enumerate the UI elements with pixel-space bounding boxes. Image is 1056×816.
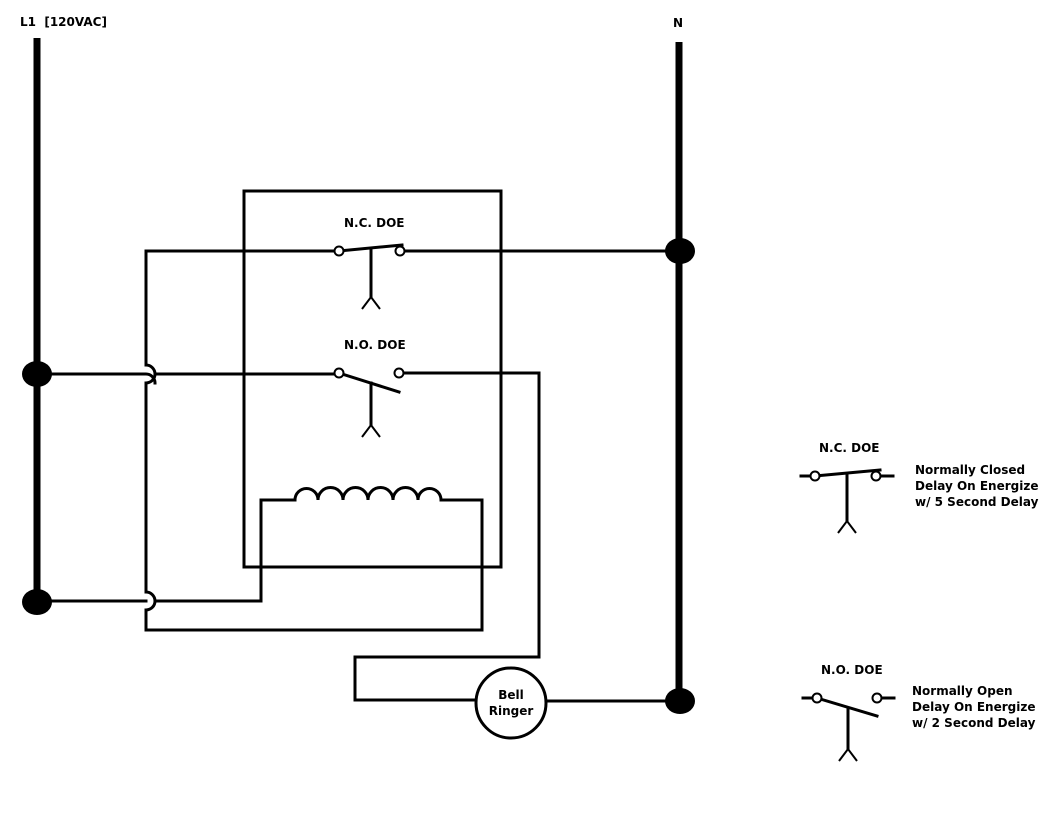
l1-rail-label: L1 [120VAC] (20, 15, 107, 29)
junction-node-n-lower (665, 688, 695, 714)
legend-no-title: N.O. DOE (821, 663, 883, 677)
legend-nc-title: N.C. DOE (819, 441, 880, 455)
n-rail-label: N (673, 16, 683, 30)
wire-l1-to-coil (35, 498, 297, 603)
legend-no-desc-3: w/ 2 Second Delay (912, 716, 1036, 730)
wire-no-contact-to-bell (353, 371, 541, 702)
legend-nc-doe: N.C. DOE Normally Closed Delay On Energi… (799, 441, 1039, 534)
bell-ringer-label-line2: Ringer (489, 704, 534, 718)
junction-node-l1-lower (22, 589, 52, 615)
legend-nc-desc-1: Normally Closed (915, 463, 1025, 477)
relay-coil (293, 486, 443, 502)
relay-housing (242, 189, 503, 569)
legend-no-desc-2: Delay On Energize (912, 700, 1036, 714)
crossover-hop-upper (144, 363, 157, 385)
bell-ringer: Bell Ringer (474, 666, 548, 740)
junction-node-l1-upper (22, 361, 52, 387)
nc-doe-label: N.C. DOE (344, 216, 405, 230)
legend-no-desc-1: Normally Open (912, 684, 1013, 698)
crossover-hop-lower (144, 590, 157, 612)
legend-nc-desc-3: w/ 5 Second Delay (915, 495, 1039, 509)
bell-ringer-label-line1: Bell (498, 688, 524, 702)
no-doe-label: N.O. DOE (344, 338, 406, 352)
nc-doe-contact: N.C. DOE (333, 216, 406, 310)
legend-no-doe: N.O. DOE Normally Open Delay On Energize… (801, 663, 1036, 762)
legend-nc-desc-2: Delay On Energize (915, 479, 1039, 493)
wire-nc-contact-return (144, 249, 484, 632)
wire-l1-to-no-contact (35, 372, 340, 385)
no-doe-contact: N.O. DOE (333, 338, 406, 438)
junction-node-n-upper (665, 238, 695, 264)
